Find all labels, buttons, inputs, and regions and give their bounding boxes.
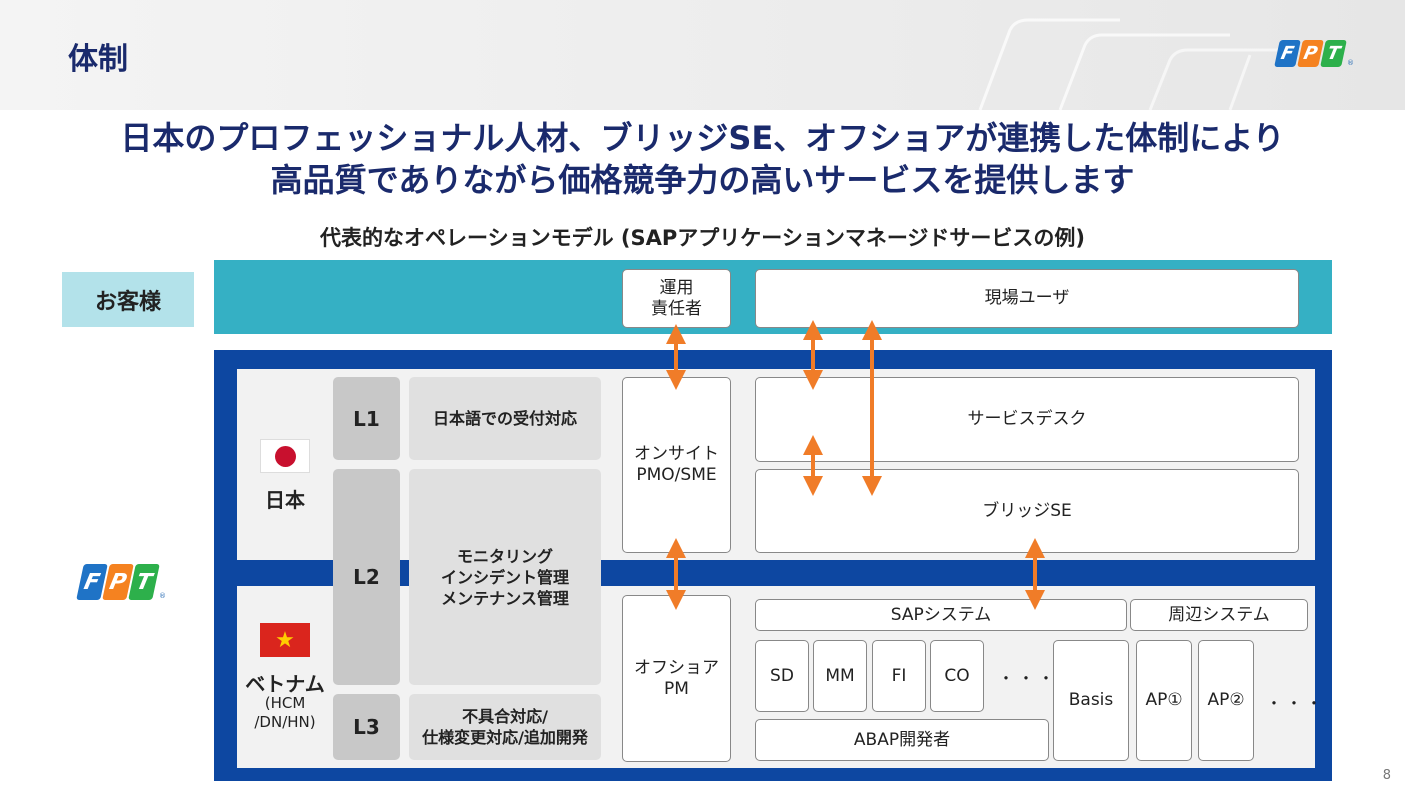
vietnam-cities-line1: (HCM xyxy=(264,694,306,712)
peripheral-system-box: 周辺システム xyxy=(1130,599,1308,631)
level-l2: L2 xyxy=(333,469,400,685)
module-mm: MM xyxy=(813,640,867,712)
task-l3-line2: 仕様変更対応/追加開発 xyxy=(422,728,588,747)
onsite-line1: オンサイト xyxy=(634,444,719,464)
ap1-box: AP① xyxy=(1136,640,1192,761)
module-co: CO xyxy=(930,640,984,712)
page-title: 体制 xyxy=(68,42,128,77)
vietnam-label: ベトナム xyxy=(245,672,325,696)
vietnam-cities-line2: /DN/HN) xyxy=(254,713,316,731)
japan-label: 日本 xyxy=(265,488,305,512)
sap-system-box: SAPシステム xyxy=(755,599,1127,631)
page-number: 8 xyxy=(1382,768,1391,783)
responsible-line1: 運用 xyxy=(659,277,694,298)
task-l1: 日本語での受付対応 xyxy=(409,377,601,460)
module-fi: FI xyxy=(872,640,926,712)
offshore-line1: オフショア xyxy=(634,657,719,678)
header-decoration xyxy=(978,18,1280,110)
offshore-line2: PM xyxy=(664,678,689,699)
task-l3-line1: 不具合対応/ xyxy=(462,707,548,726)
ap-ellipsis: ・・・ xyxy=(1266,694,1327,713)
level-l1: L1 xyxy=(333,377,400,460)
task-l2-line1: モニタリング xyxy=(456,546,553,566)
fpt-logo-header: F P T ® xyxy=(1274,40,1354,67)
headline-line2: 高品質でありながら価格競争力の高いサービスを提供します xyxy=(270,161,1135,199)
logo-registered: ® xyxy=(1347,59,1354,67)
header-band xyxy=(0,0,1405,110)
side-logo-registered: ® xyxy=(159,592,166,600)
module-ellipsis: ・・・ xyxy=(998,669,1059,688)
level-l3: L3 xyxy=(333,694,400,760)
onsite-pmo-box: オンサイト PMO/SME xyxy=(622,377,731,553)
japan-flag-icon xyxy=(260,439,310,473)
responsible-line2: 責任者 xyxy=(651,298,702,319)
ap2-box: AP② xyxy=(1198,640,1254,761)
field-users-box: 現場ユーザ xyxy=(755,269,1299,328)
task-l2-line2: インシデント管理 xyxy=(440,567,569,587)
onsite-line2: PMO/SME xyxy=(636,465,717,485)
headline-line1: 日本のプロフェッショナル人材、ブリッジSE、オフショアが連携した体制により xyxy=(120,119,1285,157)
task-l2-line3: メンテナンス管理 xyxy=(441,588,569,608)
fpt-logo-side: F P T ® xyxy=(76,564,166,600)
responsible-person-box: 運用 責任者 xyxy=(622,269,731,328)
module-sd: SD xyxy=(755,640,809,712)
diagram-subtitle: 代表的なオペレーションモデル (SAPアプリケーションマネージドサービスの例) xyxy=(319,226,1085,250)
basis-box: Basis xyxy=(1053,640,1129,761)
task-l3: 不具合対応/ 仕様変更対応/追加開発 xyxy=(409,694,601,760)
vietnam-flag-icon: ★ xyxy=(260,623,310,657)
service-desk-box: サービスデスク xyxy=(755,377,1299,462)
abap-developer-box: ABAP開発者 xyxy=(755,719,1049,761)
customer-label: お客様 xyxy=(62,272,194,327)
task-l2: モニタリング インシデント管理 メンテナンス管理 xyxy=(409,469,601,685)
